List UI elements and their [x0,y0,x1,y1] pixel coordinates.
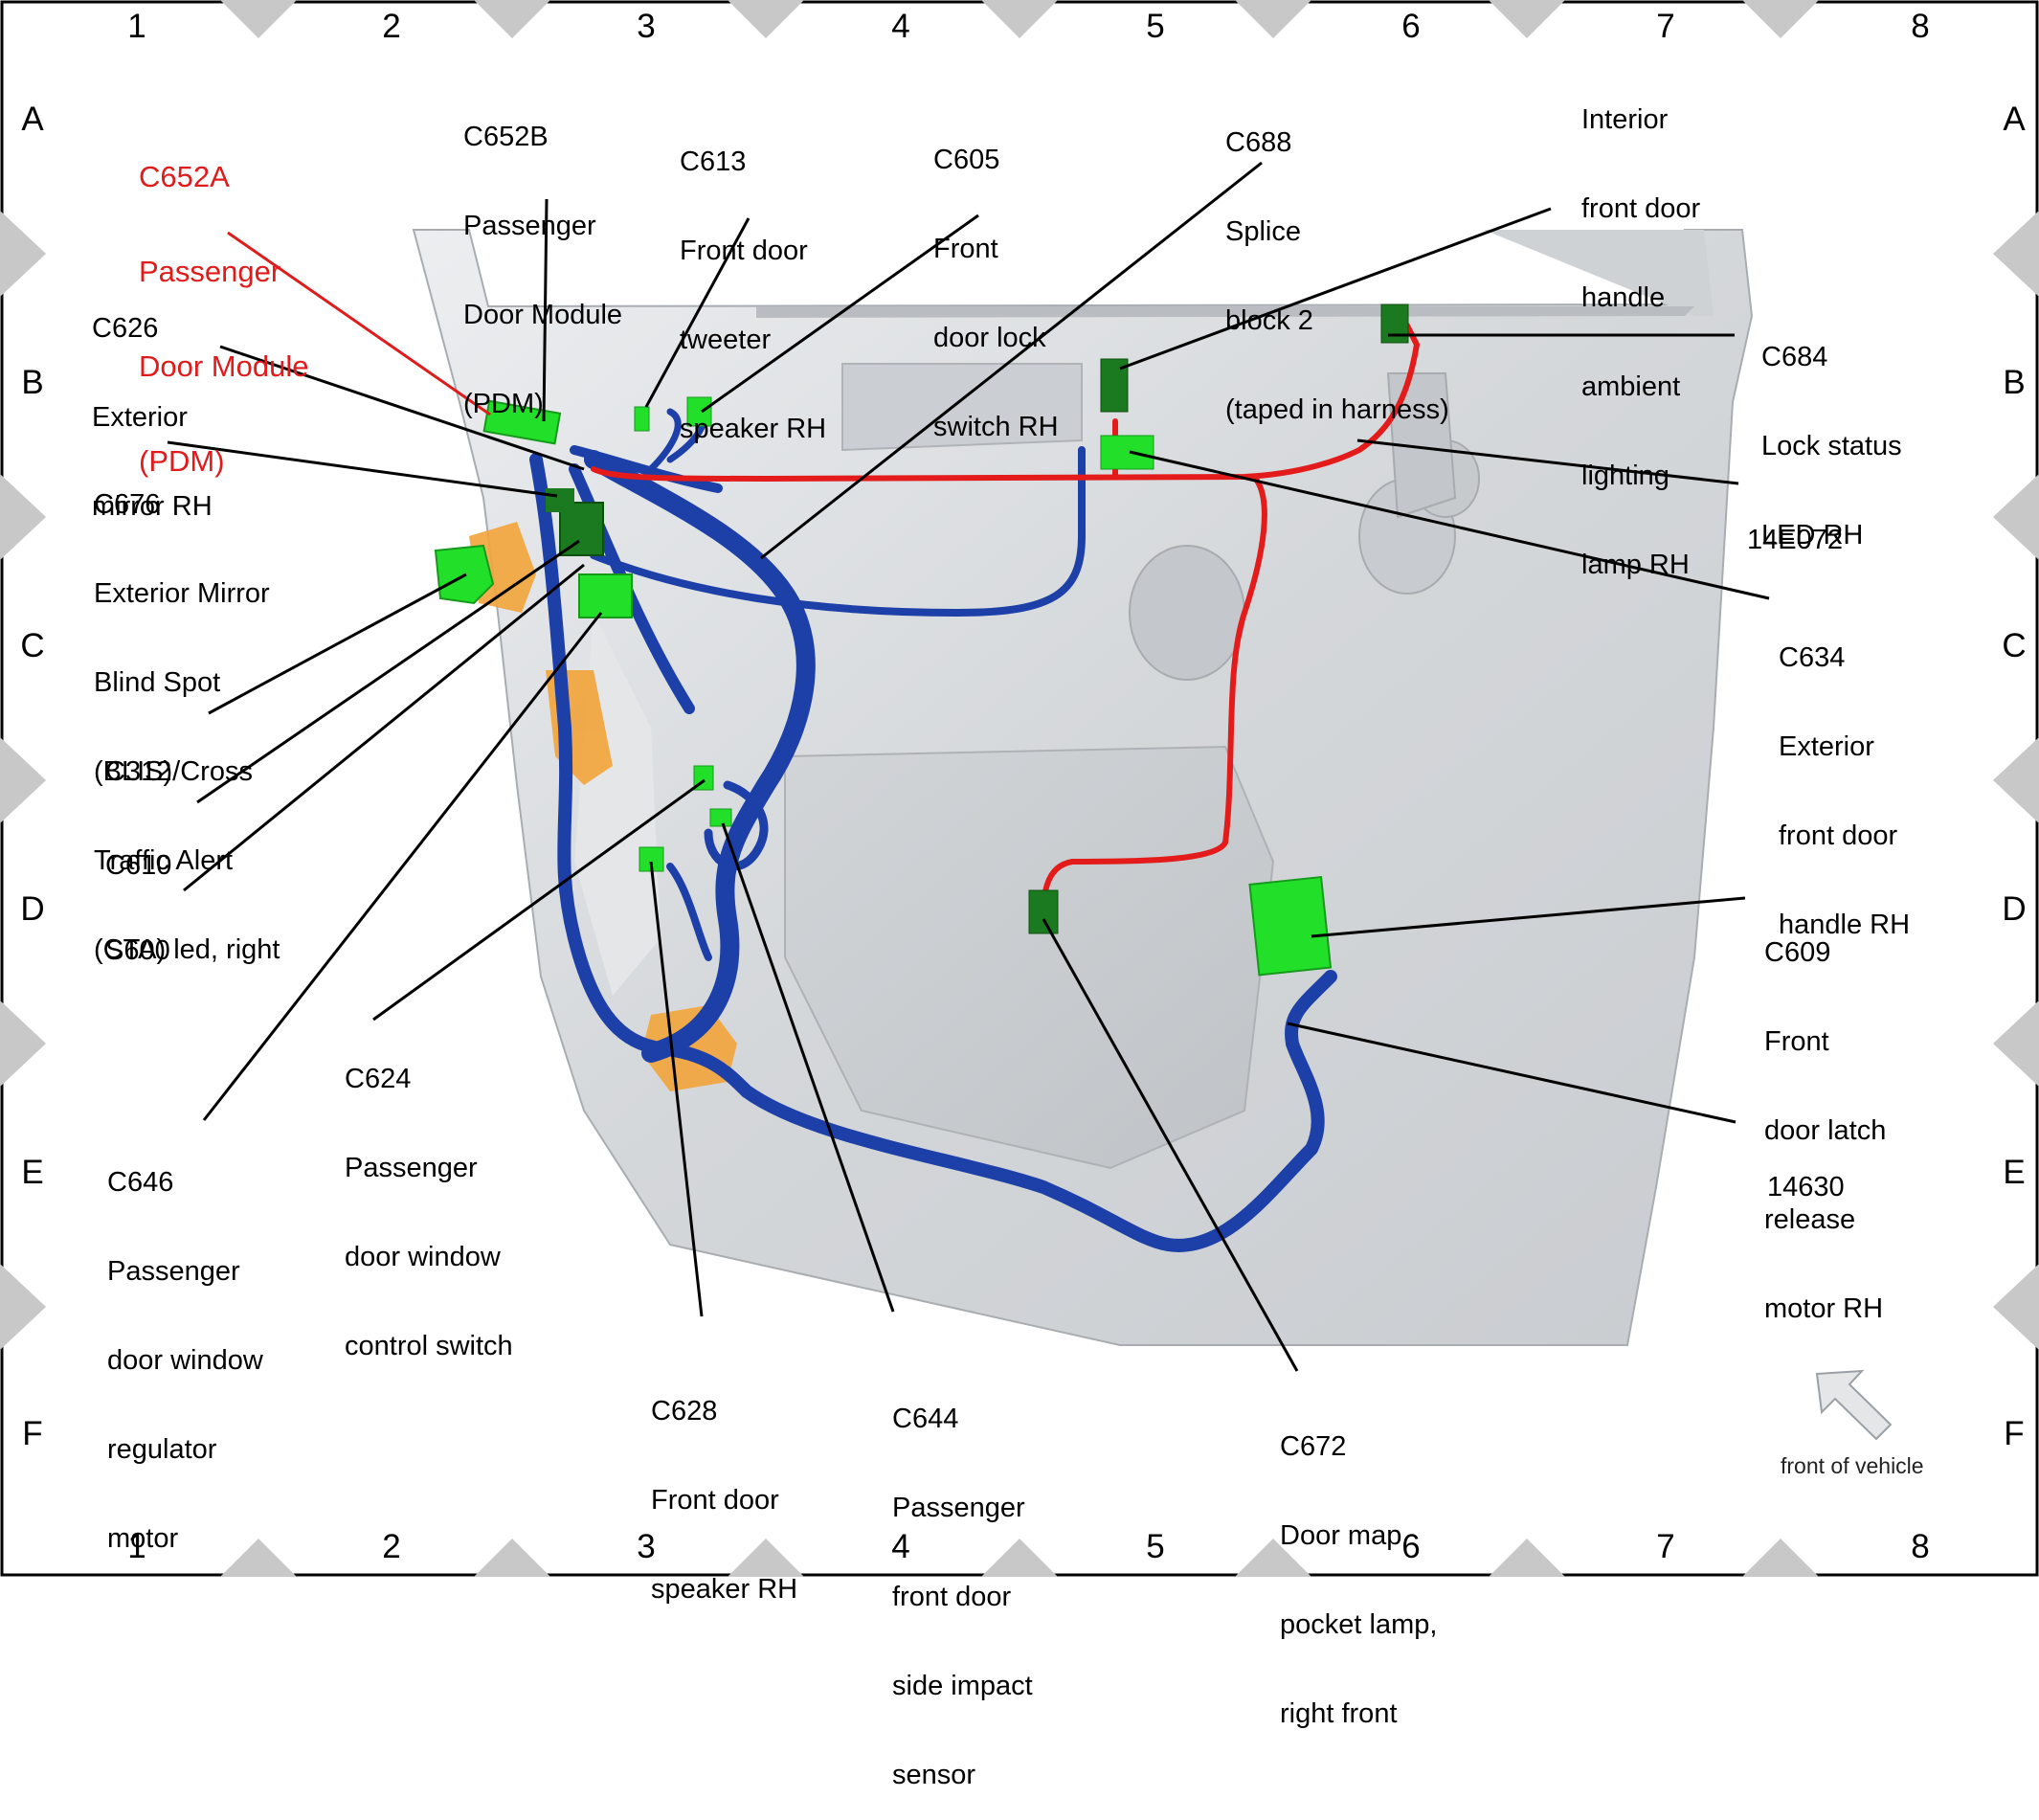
leader-lines [167,161,1770,1372]
label-c605: C605 Front door lock switch RH [933,145,1059,442]
label-c609: C609 Front door latch release motor RH [1764,937,1887,1324]
connectors [434,303,1409,977]
grid-col-label: 2 [382,1528,401,1565]
grid-row-label: D [20,890,45,928]
label-c312: C312 [105,756,172,787]
label-c610: C610 [105,850,172,881]
label-c652a: C652A Passenger Door Module (PDM) [139,160,309,478]
grid-col-label: 2 [382,8,401,45]
label-c626: C626 Exterior mirror RH [92,313,213,522]
grid-col-label: 1 [127,1528,146,1565]
label-c676: C676 Exterior Mirror Blind Spot (BLIS)/C… [94,489,280,965]
grid-row-label: E [21,1154,44,1191]
front-of-vehicle-arrow-icon [1815,1369,1893,1441]
grid-col-label: 5 [1146,8,1165,45]
grid-col-label: 7 [1656,1528,1675,1565]
label-c634: C634 Exterior front door handle RH [1779,642,1911,940]
grid-row-label: C [2002,627,2027,664]
grid-row-label: A [2003,101,2026,138]
label-14630: 14630 [1767,1172,1845,1202]
blue-harness [529,403,1337,1252]
label-c644: C644 Passenger front door side impact se… [892,1404,1033,1790]
grid-col-label: 7 [1656,8,1675,45]
label-c624: C624 Passenger door window control switc… [345,1064,513,1361]
door-panel [412,229,1754,1346]
front-of-vehicle-label: front of vehicle [1781,1453,1924,1478]
label-c688: C688 Splice block 2 (taped in harness) [1225,127,1449,425]
edge-markers [0,0,2039,1577]
label-s600: S600 [105,935,170,966]
grid-col-label: 3 [637,8,656,45]
label-c652b: C652B Passenger Door Module (PDM) [463,122,623,419]
label-c628: C628 Front door speaker RH [651,1396,798,1605]
grid-col-label: 8 [1911,1528,1930,1565]
label-c613: C613 Front door tweeter speaker RH [680,146,827,444]
grid-col-label: 4 [891,8,910,45]
label-c672: C672 Door map pocket lamp, right front [1280,1431,1438,1729]
label-14e072: 14E072 [1747,525,1843,555]
grid-col-label: 6 [1401,8,1421,45]
grid-row-label: F [2004,1415,2025,1452]
label-interior-handle: Interior front door handle ambient light… [1581,104,1701,580]
grid-col-label: 1 [127,8,146,45]
label-c684: C684 Lock status LED RH [1761,342,1902,550]
grid-row-label: A [21,101,44,138]
grid-col-label: 6 [1401,1528,1421,1565]
grid-row-label: F [22,1415,43,1452]
grid-row-label: B [21,364,44,401]
grid-col-label: 5 [1146,1528,1165,1565]
grid-col-label: 8 [1911,8,1930,45]
grid-col-label: 3 [637,1528,656,1565]
grid-row-label: D [2002,890,2027,928]
label-c646: C646 Passenger door window regulator mot… [107,1167,263,1554]
grid-row-label: B [2003,364,2026,401]
grid-row-label: E [2003,1154,2026,1191]
grid-col-label: 4 [891,1528,910,1565]
grid-row-label: C [20,627,45,664]
